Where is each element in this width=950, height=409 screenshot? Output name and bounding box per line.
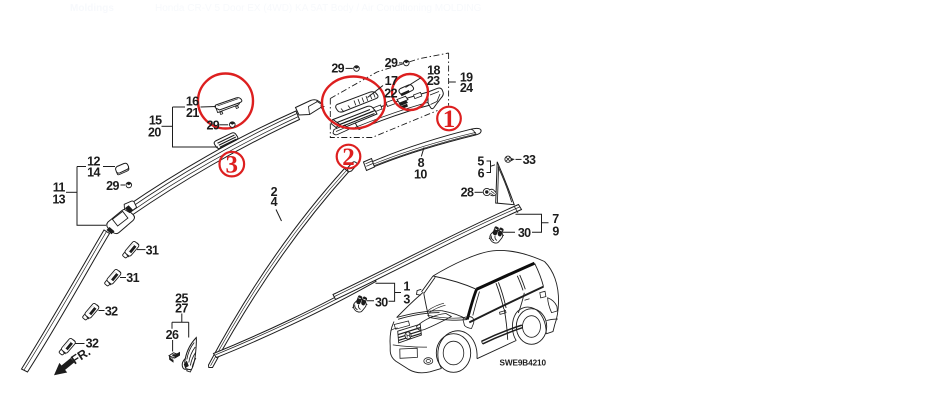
svg-text:2: 2 (342, 144, 355, 171)
svg-text:4: 4 (271, 195, 278, 209)
svg-text:30: 30 (518, 226, 531, 240)
svg-text:SWE9B4210: SWE9B4210 (500, 359, 547, 368)
svg-text:3: 3 (226, 152, 239, 179)
svg-text:29: 29 (206, 119, 219, 133)
svg-text:Honda CR-V 5 Door EX (4WD) KA: Honda CR-V 5 Door EX (4WD) KA 5AT Body /… (155, 3, 482, 14)
svg-text:13: 13 (52, 193, 65, 207)
svg-text:1: 1 (403, 280, 410, 294)
svg-text:6: 6 (478, 166, 485, 180)
svg-text:14: 14 (87, 166, 100, 180)
svg-text:31: 31 (126, 271, 139, 285)
svg-text:16: 16 (186, 95, 199, 109)
svg-text:5: 5 (477, 154, 484, 168)
svg-text:31: 31 (146, 244, 159, 258)
svg-text:7: 7 (552, 212, 559, 226)
svg-text:32: 32 (86, 337, 99, 351)
svg-text:27: 27 (175, 302, 188, 316)
svg-text:21: 21 (186, 106, 199, 120)
svg-text:29: 29 (331, 62, 344, 76)
svg-text:33: 33 (523, 153, 536, 167)
svg-text:10: 10 (414, 167, 427, 181)
svg-text:2: 2 (271, 185, 278, 199)
svg-text:17: 17 (385, 74, 398, 88)
svg-text:15: 15 (149, 113, 162, 127)
svg-text:18: 18 (427, 64, 440, 78)
svg-text:12: 12 (87, 155, 100, 169)
svg-text:29: 29 (385, 56, 398, 70)
svg-text:25: 25 (175, 291, 188, 305)
svg-text:26: 26 (166, 328, 179, 342)
svg-text:32: 32 (105, 304, 118, 318)
svg-text:9: 9 (552, 225, 559, 239)
svg-text:23: 23 (427, 74, 440, 88)
svg-text:28: 28 (461, 186, 474, 200)
svg-text:8: 8 (418, 156, 425, 170)
svg-text:30: 30 (375, 295, 388, 309)
svg-text:24: 24 (460, 81, 473, 95)
svg-text:1: 1 (443, 106, 456, 133)
svg-text:20: 20 (148, 126, 161, 140)
svg-text:3: 3 (403, 292, 410, 306)
svg-text:19: 19 (460, 70, 473, 84)
svg-text:11: 11 (53, 181, 66, 195)
svg-text:Moldings: Moldings (70, 3, 114, 14)
svg-text:22: 22 (384, 86, 397, 100)
svg-text:29: 29 (106, 179, 119, 193)
